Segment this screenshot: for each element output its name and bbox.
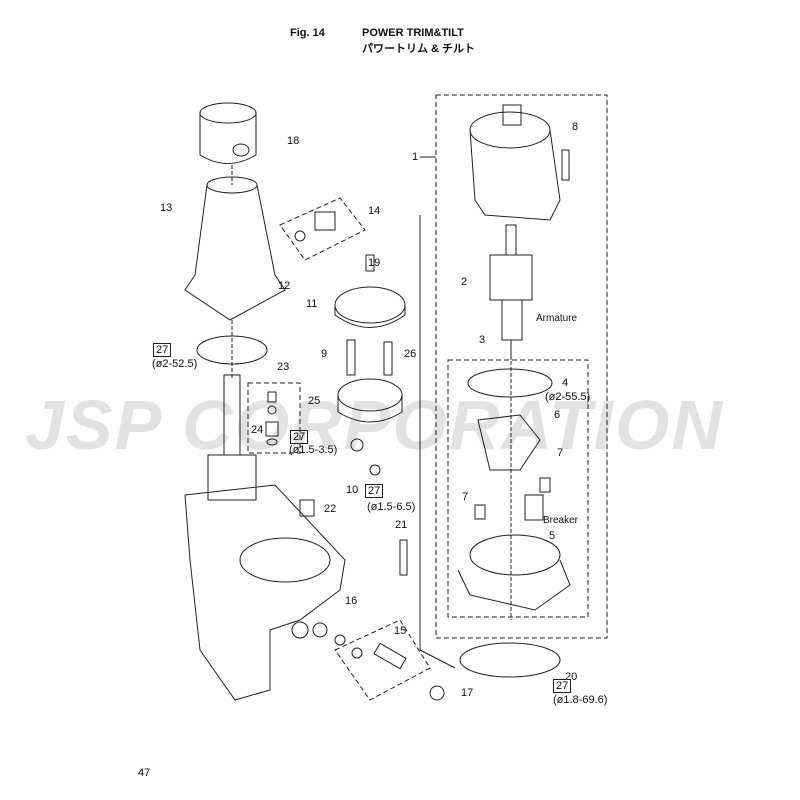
group-14: [279, 197, 366, 261]
spec-box-27: 27: [553, 679, 572, 693]
spec-o-ring-52: (ø2-52.5): [152, 358, 198, 370]
part-2-armature: [489, 224, 533, 360]
callout-20: 20: [565, 671, 578, 683]
o-ring-20: [459, 642, 561, 678]
spec-o-ring-69: (ø1.8-69.6): [553, 694, 608, 706]
callout-15: 15: [394, 625, 407, 637]
callout-7: 7: [557, 447, 564, 459]
callout-6: 6: [554, 409, 561, 421]
callout-14: 14: [368, 205, 381, 217]
callout-10: 10: [346, 484, 359, 496]
brush-holder-group: [447, 359, 589, 618]
callout-17: 17: [461, 687, 474, 699]
part-16: [334, 634, 346, 646]
group-15: [334, 619, 431, 701]
part-5-end-cover: [457, 534, 571, 611]
part-21-bolt: [399, 539, 408, 576]
tilt-cylinder-body: [184, 374, 346, 701]
callout-23: 23: [277, 361, 290, 373]
part-9-bolt: [346, 339, 356, 376]
callout-11: 11: [306, 298, 318, 310]
part-11-plate: [334, 286, 406, 328]
spec-o-ring-6: (ø1.5-6.5): [367, 501, 416, 513]
callout-16: 16: [345, 595, 358, 607]
callout-19: 19: [368, 257, 381, 269]
callout-2: 2: [461, 276, 468, 288]
motor-assembly-group: [435, 94, 608, 639]
part-15-valve: [373, 642, 407, 670]
part-6-brush-holder: [477, 414, 541, 471]
o-ring-10b: [369, 464, 381, 476]
callout-25: 25: [308, 395, 321, 407]
part-14-switch: [294, 211, 336, 242]
callout-18: 18: [287, 135, 300, 147]
callout-7: 7: [462, 491, 469, 503]
part-26-bolt: [383, 341, 393, 376]
spec-box-27: 27: [365, 484, 384, 498]
callout-5: 5: [549, 530, 556, 542]
valve-group-23: [247, 382, 301, 454]
callout-13: 13: [160, 202, 173, 214]
callout-12: 12: [278, 280, 291, 292]
figure-title-ja: パワートリム & チルト: [362, 43, 476, 55]
callout-3: 3: [479, 334, 486, 346]
part-22: [299, 499, 315, 517]
spec-box-27: 27: [153, 343, 172, 357]
part-25-manifold: [337, 378, 403, 423]
part-12-cylinder: [184, 165, 286, 321]
o-ring-10a: [350, 438, 364, 452]
part-1-motor-yoke: [469, 104, 561, 221]
figure-title: POWER TRIM&TILT: [362, 27, 464, 39]
callout-8: 8: [572, 121, 579, 133]
part-18-sleeve: [199, 102, 257, 164]
spec-o-ring-3: (ø1.5-3.5): [289, 444, 338, 456]
o-ring-4: [467, 368, 553, 398]
callout-24: 24: [251, 424, 264, 436]
callout-21: 21: [395, 519, 408, 531]
note-armature: Armature: [536, 313, 578, 324]
page-number: 47: [138, 767, 151, 779]
part-8-bolt: [561, 149, 570, 181]
callout-1: 1: [412, 151, 419, 163]
callout-4: 4: [562, 377, 569, 389]
callout-9: 9: [321, 348, 328, 360]
figure-number: Fig. 14: [290, 27, 325, 39]
spec-box-27: 27: [290, 430, 309, 444]
note-breaker: Breaker: [543, 515, 579, 526]
callout-22: 22: [324, 503, 337, 515]
watermark: JSP CORPORATION: [25, 386, 724, 464]
callout-26: 26: [404, 348, 417, 360]
part-19: [365, 254, 375, 272]
part-17-circlip: [429, 685, 445, 701]
spec-o-ring-55: (ø2-55.5): [545, 391, 591, 403]
